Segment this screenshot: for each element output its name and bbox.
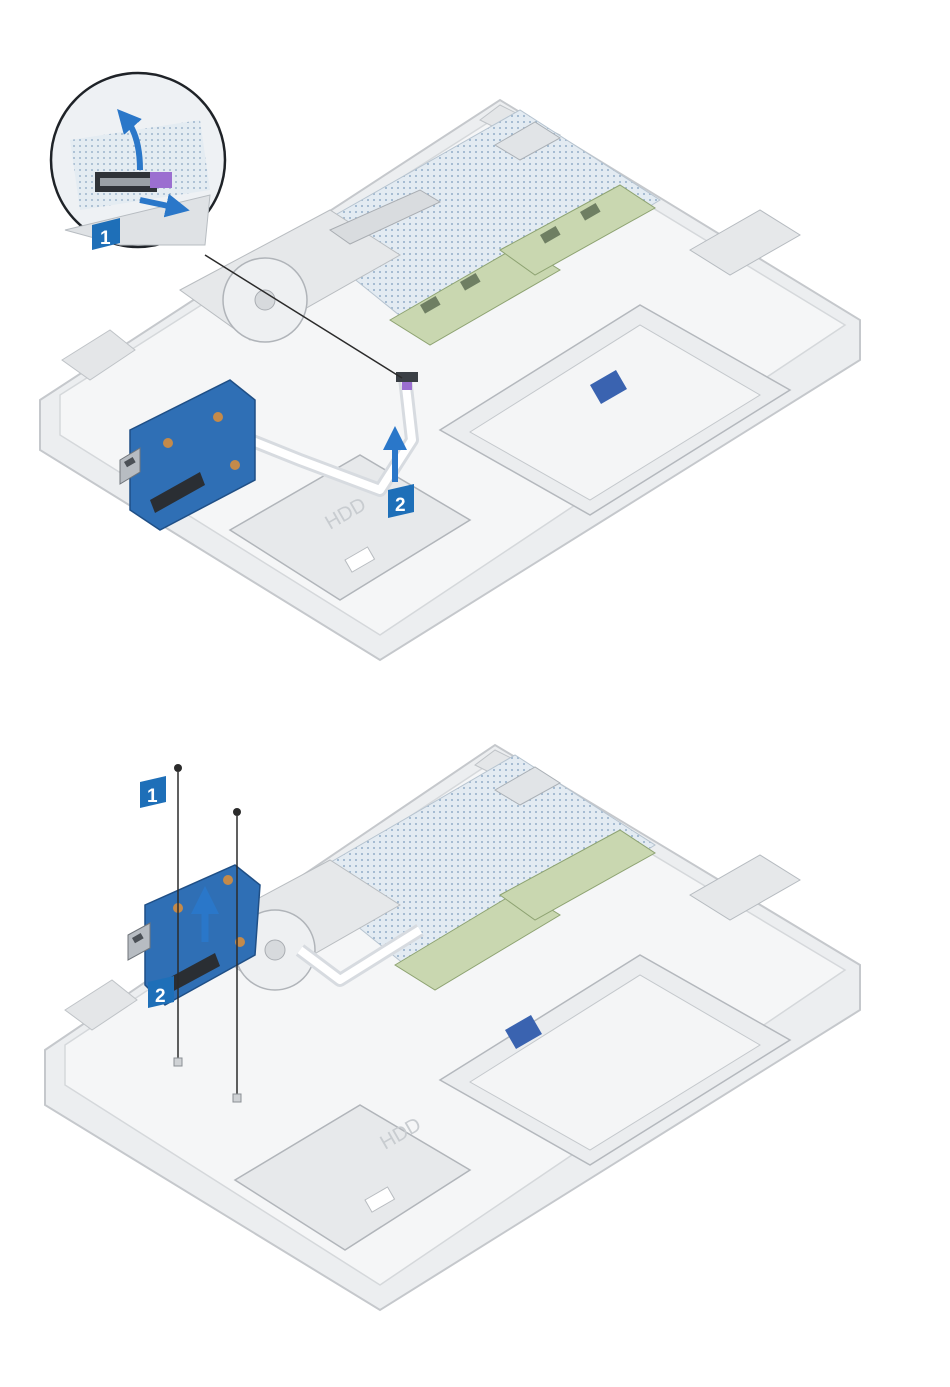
step-badge-2-label: 2 — [155, 986, 166, 1007]
step-badge-1: 1 — [140, 776, 166, 808]
callout-zoom-circle — [51, 73, 225, 247]
step-badge-1-label: 1 — [147, 786, 158, 807]
io-board-cable-illustration: HDD 1 2 — [0, 60, 950, 680]
io-board-removal-illustration: HDD 1 2 — [0, 720, 950, 1330]
step-panel-remove-io-board: HDD 1 2 — [0, 720, 950, 1330]
step-panel-disconnect-cable: HDD 1 2 — [0, 60, 950, 680]
screw-icon — [233, 808, 241, 816]
cable-tape — [402, 382, 412, 390]
screw-icon — [174, 764, 182, 772]
step-badge-1-label: 1 — [100, 228, 111, 249]
step-badge-2-label: 2 — [395, 495, 406, 516]
